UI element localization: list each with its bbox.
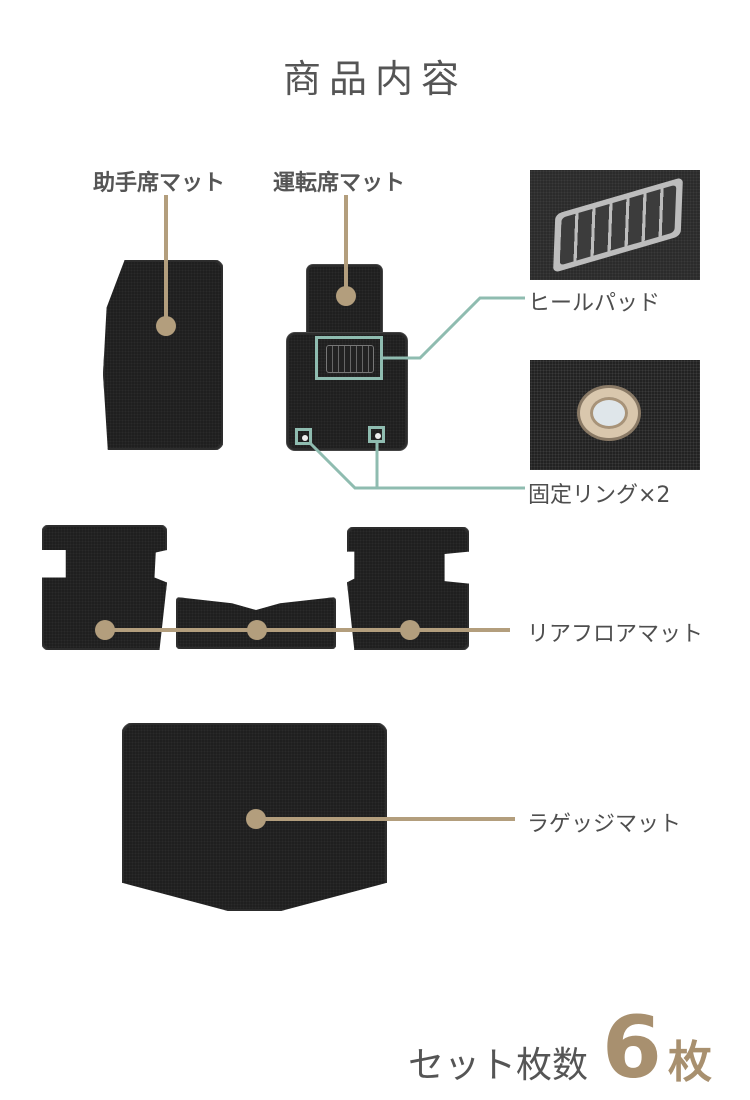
rear-leader-line — [104, 628, 510, 632]
heel-pad-icon — [326, 345, 374, 373]
heel-pad-highlight-box — [315, 336, 383, 380]
label-rear-floor-mat: リアフロアマット — [527, 622, 704, 647]
set-count: セット枚数 6 枚 — [408, 1005, 712, 1091]
ring-dot-icon — [375, 433, 381, 439]
ring-highlight-box-right — [368, 426, 385, 443]
label-luggage-mat: ラゲッジマット — [527, 812, 682, 837]
set-count-value: 6 — [602, 998, 662, 1098]
set-count-label: セット枚数 — [408, 1045, 589, 1086]
label-driver-mat: 運転席マット — [273, 171, 406, 196]
rear-right-marker-dot — [400, 620, 420, 640]
passenger-leader-line — [164, 195, 168, 325]
driver-leader-line — [344, 195, 348, 295]
driver-marker-dot — [336, 286, 356, 306]
rear-left-marker-dot — [95, 620, 115, 640]
passenger-mat-image — [103, 260, 223, 450]
fixing-ring-photo — [530, 360, 700, 470]
rear-center-marker-dot — [247, 620, 267, 640]
label-heel-pad: ヒールパッド — [528, 291, 661, 316]
luggage-leader-line — [255, 817, 515, 821]
heel-pad-photo — [530, 170, 700, 280]
page-title: 商品内容 — [282, 57, 467, 101]
luggage-marker-dot — [246, 809, 266, 829]
label-fixing-ring: 固定リング×2 — [528, 483, 671, 508]
set-count-unit: 枚 — [667, 1037, 712, 1088]
ring-highlight-box-left — [295, 428, 312, 445]
passenger-marker-dot — [156, 316, 176, 336]
ring-dot-icon — [302, 435, 308, 441]
label-passenger-mat: 助手席マット — [93, 171, 226, 196]
